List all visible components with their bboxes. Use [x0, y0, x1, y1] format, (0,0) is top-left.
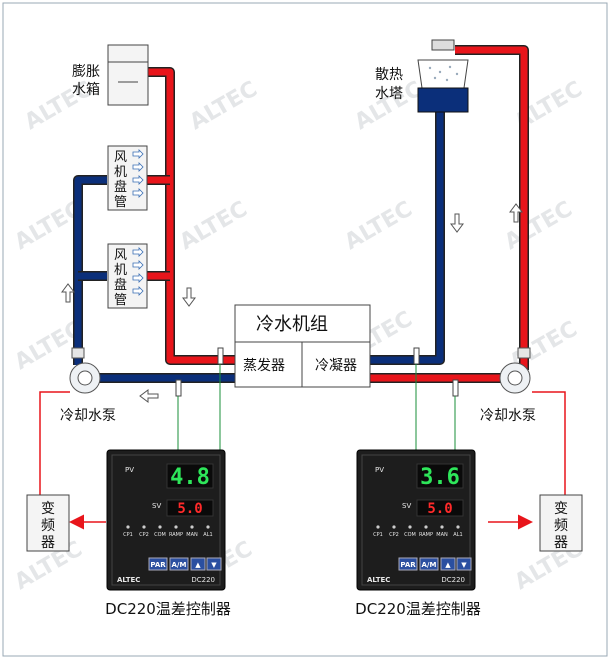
- svg-text:AL1: AL1: [203, 532, 212, 538]
- svg-text:频: 频: [41, 518, 55, 534]
- svg-text:A/M: A/M: [422, 561, 437, 569]
- svg-text:CP1: CP1: [373, 532, 383, 538]
- down-button[interactable]: [456, 557, 472, 571]
- model: DC220: [441, 576, 465, 584]
- hot-pipes: [147, 45, 529, 383]
- svg-text:管: 管: [114, 195, 127, 210]
- svg-text:机: 机: [114, 263, 127, 278]
- pv-display: 4.8: [170, 465, 210, 490]
- temperature-probes: [175, 347, 459, 397]
- up-button[interactable]: [190, 557, 206, 571]
- svg-text:CP2: CP2: [389, 532, 399, 538]
- signal-wires: [177, 364, 456, 450]
- par-button[interactable]: [398, 557, 418, 571]
- expansion-tank-label-2: 水箱: [72, 82, 100, 98]
- svg-text:▼: ▼: [211, 561, 217, 569]
- vfd-left: 变 频 器: [26, 494, 70, 552]
- svg-text:PAR: PAR: [150, 561, 166, 569]
- svg-text:CP2: CP2: [139, 532, 149, 538]
- expansion-tank-label-1: 膨胀: [72, 63, 100, 80]
- svg-text:风: 风: [114, 248, 127, 263]
- fan-coil-upper: 风 机 盘 管: [107, 145, 148, 211]
- fan-coil-lower: 风 机 盘 管: [107, 243, 148, 309]
- svg-text:器: 器: [41, 535, 55, 551]
- pump-right: 冷却水泵: [480, 347, 536, 424]
- controller-buttons: PAR A/M ▲ ▼: [148, 557, 222, 571]
- sv-display: 5.0: [427, 501, 452, 517]
- controller-left-caption: DC220温差控制器: [105, 600, 231, 618]
- svg-text:AL1: AL1: [453, 532, 462, 538]
- svg-text:风: 风: [114, 150, 127, 165]
- svg-text:▼: ▼: [461, 561, 467, 569]
- model: DC220: [191, 576, 215, 584]
- pv-display: 3.6: [420, 465, 460, 490]
- svg-text:SV: SV: [402, 502, 411, 510]
- svg-text:▲: ▲: [445, 561, 451, 569]
- vfd-right: 变 频 器: [539, 494, 583, 552]
- svg-text:COM: COM: [404, 532, 416, 538]
- cooling-tower-label-1: 散热: [375, 67, 403, 83]
- evaporator-label: 蒸发器: [243, 358, 285, 374]
- up-button[interactable]: [440, 557, 456, 571]
- controller-left: PV 4.8 SV 5.0 CP1 CP2 COM RAMP MAN AL1 P…: [106, 449, 226, 591]
- cooling-tower-label-2: 水塔: [375, 86, 403, 102]
- svg-text:PV: PV: [125, 466, 134, 474]
- down-button[interactable]: [206, 557, 222, 571]
- svg-text:频: 频: [554, 518, 568, 534]
- controller-right-caption: DC220温差控制器: [355, 600, 481, 618]
- am-button[interactable]: [419, 557, 439, 571]
- svg-text:盘: 盘: [114, 179, 127, 195]
- svg-text:管: 管: [114, 293, 127, 308]
- svg-text:RAMP: RAMP: [169, 532, 183, 538]
- svg-text:器: 器: [554, 535, 568, 551]
- pump-left: 冷却水泵: [60, 347, 116, 424]
- brand: ALTEC: [117, 576, 140, 584]
- svg-text:RAMP: RAMP: [419, 532, 433, 538]
- svg-text:PAR: PAR: [400, 561, 416, 569]
- sv-display: 5.0: [177, 501, 202, 517]
- svg-text:CP1: CP1: [123, 532, 133, 538]
- svg-text:PV: PV: [375, 466, 384, 474]
- controller-right: PV 3.6 SV 5.0 CP1 CP2 COM RAMP MAN AL1 P…: [356, 449, 476, 591]
- am-button[interactable]: [169, 557, 189, 571]
- controller-buttons: PAR A/M ▲ ▼: [398, 557, 472, 571]
- condenser-label: 冷凝器: [315, 358, 357, 374]
- svg-text:▲: ▲: [195, 561, 201, 569]
- vfd-wires: [39, 391, 566, 530]
- svg-text:SV: SV: [152, 502, 161, 510]
- cooling-tower: 散热 水塔: [375, 39, 469, 113]
- par-button[interactable]: [148, 557, 168, 571]
- expansion-tank: 膨胀 水箱: [72, 44, 149, 106]
- flow-arrows: [61, 203, 523, 403]
- cold-pipes: [73, 110, 445, 383]
- svg-text:变: 变: [554, 501, 568, 517]
- svg-text:MAN: MAN: [436, 532, 448, 538]
- chiller-title: 冷水机组: [256, 314, 328, 335]
- brand: ALTEC: [367, 576, 390, 584]
- svg-text:A/M: A/M: [172, 561, 187, 569]
- svg-text:机: 机: [114, 165, 127, 180]
- svg-text:COM: COM: [154, 532, 166, 538]
- chiller-unit: 冷水机组 蒸发器 冷凝器: [234, 304, 371, 388]
- svg-text:MAN: MAN: [186, 532, 198, 538]
- svg-text:变: 变: [41, 501, 55, 517]
- pump-left-label: 冷却水泵: [60, 408, 116, 424]
- svg-text:盘: 盘: [114, 277, 127, 293]
- pump-right-label: 冷却水泵: [480, 408, 536, 424]
